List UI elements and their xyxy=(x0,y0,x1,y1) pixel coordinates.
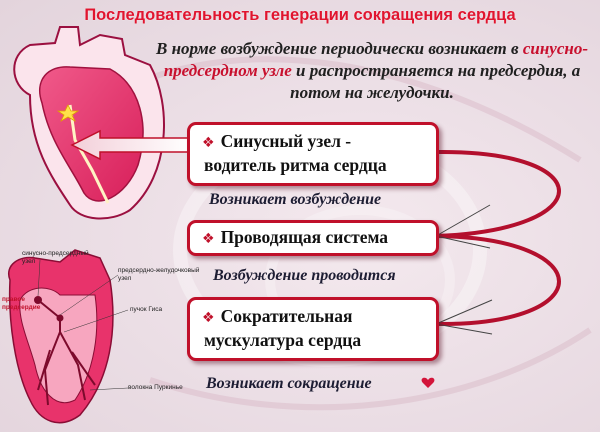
intro-text: В норме возбуждение периодически возника… xyxy=(152,38,592,104)
diamond-bullet-icon: ❖ xyxy=(202,231,215,247)
atrioventricular-node-dot xyxy=(56,314,64,322)
step1-line1: ❖ Синусный узел - xyxy=(202,130,351,155)
intro-part1: В норме возбуждение периодически возника… xyxy=(155,39,523,58)
intro-part2: и распространяется на предсердия, а пото… xyxy=(290,61,581,102)
label-sinoatrial-node: синусно-предсердный узел xyxy=(22,250,89,265)
sinoatrial-node-dot xyxy=(34,296,42,304)
step2-line1: ❖ Проводящая система xyxy=(202,226,388,251)
step3-line1: ❖ Сократительная xyxy=(202,305,352,330)
step-box-sinus-node: ❖ Синусный узел - водитель ритма сердца xyxy=(187,122,439,186)
slide-title: Последовательность генерации сокращения … xyxy=(84,6,516,24)
step3-caption: Возникает сокращение xyxy=(206,375,372,392)
intro-highlight: синусно-предсердном узле xyxy=(163,39,588,80)
step-box-contractile-muscle: ❖ Сократительная мускулатура сердца xyxy=(187,297,439,361)
label-atrioventricular-node: предсердно-желудочковый узел xyxy=(118,267,200,282)
step1-line2: водитель ритма сердца xyxy=(204,155,387,175)
step1-line1-text: Синусный узел - xyxy=(220,131,352,151)
step3-line1-text: Сократительная xyxy=(220,306,353,326)
step1-caption: Возникает возбуждение xyxy=(209,191,382,208)
step3-line2: мускулатура сердца xyxy=(204,330,362,350)
diamond-bullet-icon: ❖ xyxy=(202,135,215,151)
heart-diagram-top xyxy=(13,26,165,220)
label-right-atrium: правое предсердие xyxy=(2,296,41,311)
diamond-bullet-icon: ❖ xyxy=(202,310,215,326)
label-his-bundle: пучок Гиса xyxy=(130,306,163,313)
step-box-conduction-system: ❖ Проводящая система xyxy=(187,220,439,256)
step2-caption: Возбуждение проводится xyxy=(213,267,396,284)
step2-line1-text: Проводящая система xyxy=(220,227,389,247)
label-purkinje-fibers: волокна Пуркинье xyxy=(128,384,183,391)
left-arrow-icon xyxy=(70,129,191,161)
small-heart-icon xyxy=(421,377,435,388)
heart-diagram-bottom xyxy=(7,249,129,424)
